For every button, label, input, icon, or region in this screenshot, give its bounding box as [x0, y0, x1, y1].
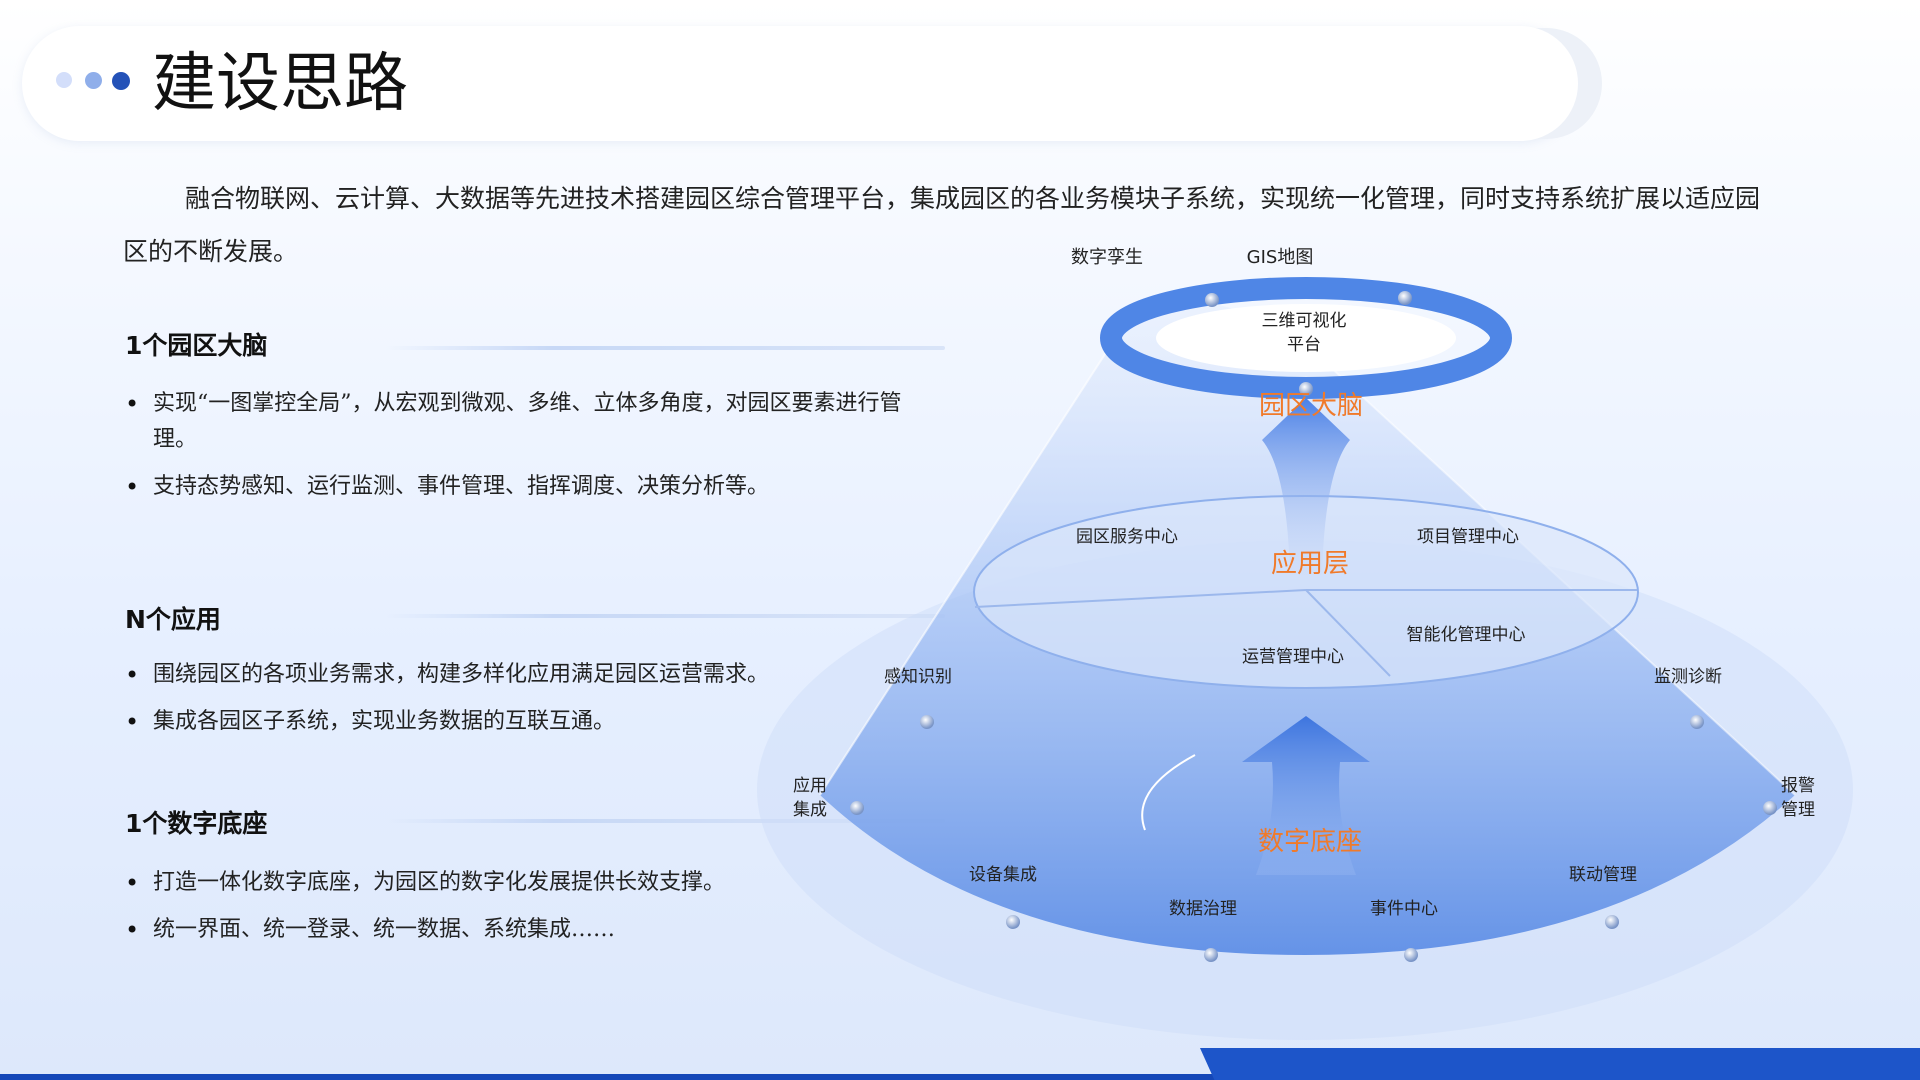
layer-title-base: 数字底座: [1258, 827, 1362, 857]
label-service-center: 园区服务中心: [1076, 527, 1178, 547]
section-bullets-base: 打造一体化数字底座，为园区的数字化发展提供长效支撑。 统一界面、统一登录、统一数…: [125, 865, 905, 959]
label-alarm-2: 管理: [1781, 800, 1815, 820]
section-divider-apps: [385, 614, 945, 618]
bottom-accent: [1200, 1048, 1920, 1080]
label-3d-platform-line2: 平台: [1287, 335, 1321, 355]
title-dot-light: [56, 72, 72, 88]
label-project-center: 项目管理中心: [1417, 527, 1519, 547]
section-heading-base: 1个数字底座: [125, 809, 268, 838]
page-title: 建设思路: [152, 47, 408, 121]
label-ops-center: 运营管理中心: [1242, 647, 1344, 667]
node-dot: [920, 715, 934, 729]
label-gis-map: GIS地图: [1247, 247, 1314, 268]
label-linkage: 联动管理: [1569, 865, 1637, 885]
bullet-item: 围绕园区的各项业务需求，构建多样化应用满足园区运营需求。: [125, 657, 905, 693]
label-perception: 感知识别: [884, 667, 952, 687]
label-smart-center: 智能化管理中心: [1407, 625, 1526, 645]
node-dot: [1763, 801, 1777, 815]
bottom-bar: [0, 1074, 1920, 1080]
label-app-integration-2: 集成: [793, 800, 827, 820]
node-dot: [1299, 382, 1313, 396]
cone-left-edge: [819, 299, 1141, 796]
app-divider-left: [974, 589, 1307, 608]
label-alarm-1: 报警: [1781, 776, 1815, 796]
node-dot: [1205, 293, 1219, 307]
title-dot-medium: [85, 72, 102, 89]
label-data-governance: 数据治理: [1169, 899, 1237, 919]
bullet-item: 集成各园区子系统，实现业务数据的互联互通。: [125, 704, 905, 740]
section-divider-brain: [385, 346, 945, 350]
arrow-from-base: [1242, 716, 1370, 875]
section-heading-brain: 1个园区大脑: [125, 331, 268, 360]
layer-title-app: 应用层: [1271, 549, 1349, 579]
label-digital-twin: 数字孪生: [1071, 247, 1143, 268]
node-dot: [1690, 715, 1704, 729]
app-divider-down: [1305, 589, 1391, 677]
bullet-item: 统一界面、统一登录、统一数据、系统集成……: [125, 912, 905, 948]
intro-paragraph: 融合物联网、云计算、大数据等先进技术搭建园区综合管理平台，集成园区的各业务模块子…: [123, 184, 1761, 266]
title-bar: [22, 26, 1578, 141]
bullet-item: 打造一体化数字底座，为园区的数字化发展提供长效支撑。: [125, 865, 905, 901]
node-dot: [1204, 948, 1218, 962]
label-app-integration-1: 应用: [793, 776, 827, 796]
label-3d-platform-line1: 三维可视化: [1262, 311, 1347, 331]
node-dot: [850, 801, 864, 815]
node-dot: [1006, 915, 1020, 929]
bullet-item: 实现“一图掌控全局”，从宏观到微观、多维、立体多角度，对园区要素进行管理。: [125, 386, 905, 458]
section-bullets-apps: 围绕园区的各项业务需求，构建多样化应用满足园区运营需求。 集成各园区子系统，实现…: [125, 657, 905, 751]
node-dot: [1404, 948, 1418, 962]
section-divider-base: [385, 819, 945, 823]
node-dot: [1398, 291, 1412, 305]
orbit-arc: [1141, 754, 1196, 831]
layer-title-brain: 园区大脑: [1259, 391, 1363, 421]
section-bullets-brain: 实现“一图掌控全局”，从宏观到微观、多维、立体多角度，对园区要素进行管理。 支持…: [125, 386, 905, 516]
label-device-integration: 设备集成: [969, 865, 1037, 885]
section-heading-apps: N个应用: [125, 605, 221, 634]
node-dot: [1605, 915, 1619, 929]
label-event-center: 事件中心: [1370, 899, 1438, 919]
title-dot-dark: [112, 72, 130, 90]
bullet-item: 支持态势感知、运行监测、事件管理、指挥调度、决策分析等。: [125, 469, 905, 505]
label-monitor: 监测诊断: [1654, 667, 1722, 687]
arrow-to-brain: [1262, 398, 1350, 575]
top-ring-inner: [1156, 304, 1456, 372]
